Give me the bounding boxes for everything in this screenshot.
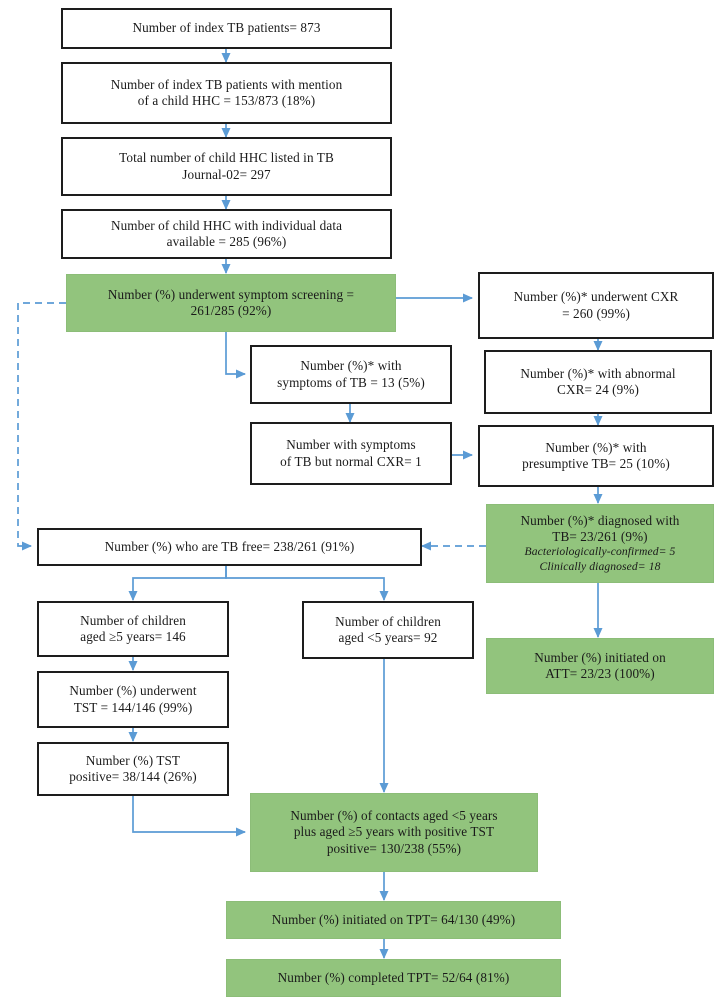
- node-line: Number (%)* with abnormal: [520, 365, 676, 381]
- node-subline: Clinically diagnosed= 18: [539, 559, 661, 573]
- node-line: Number of children: [80, 612, 186, 628]
- node-line: Number (%) underwent: [69, 683, 197, 699]
- node-line: aged <5 years= 92: [338, 630, 438, 645]
- node-line: CXR= 24 (9%): [557, 382, 639, 397]
- edge-tbfree-to-lt5: [225, 566, 389, 602]
- node-line: Number of children: [335, 613, 441, 629]
- node-underwent-tst: Number (%) underwent TST = 144/146 (99%): [37, 671, 229, 728]
- node-line: Number of index TB patients with mention: [110, 76, 343, 92]
- node-line: Number (%)* diagnosed with: [520, 512, 680, 528]
- edge-tstpos-to-eligible: [132, 795, 247, 837]
- node-symptoms-normal-cxr: Number with symptoms of TB but normal CX…: [250, 422, 452, 485]
- node-line: TB= 23/261 (9%): [552, 529, 648, 545]
- node-line: Number of child HHC with individual data: [110, 217, 343, 233]
- node-symptom-screening: Number (%) underwent symptom screening =…: [66, 274, 396, 332]
- node-total-child-hhc-listed: Total number of child HHC listed in TB J…: [61, 137, 392, 196]
- node-line: available = 285 (96%): [166, 234, 287, 249]
- node-presumptive-tb: Number (%)* with presumptive TB= 25 (10%…: [478, 425, 714, 487]
- node-index-with-child-hhc: Number of index TB patients with mention…: [61, 62, 392, 124]
- node-line: Number (%) initiated on TPT= 64/130 (49%…: [271, 911, 516, 927]
- node-line: of a child HHC = 153/873 (18%): [137, 93, 316, 108]
- node-subline: Bacteriologically-confirmed= 5: [524, 545, 676, 559]
- node-line: Number of index TB patients= 873: [132, 20, 321, 36]
- node-children-lt5: Number of children aged <5 years= 92: [302, 601, 474, 659]
- node-line: = 260 (99%): [562, 305, 630, 321]
- node-children-ge5: Number of children aged ≥5 years= 146: [37, 601, 229, 657]
- node-line: aged ≥5 years= 146: [80, 629, 186, 644]
- node-index-patients: Number of index TB patients= 873: [61, 8, 392, 49]
- node-line: Total number of child HHC listed in TB: [119, 150, 334, 166]
- node-diagnosed-tb: Number (%)* diagnosed with TB= 23/261 (9…: [486, 504, 714, 583]
- edge-screening-to-tbfree-dashed: [17, 302, 66, 551]
- node-line: Number (%)* with: [545, 439, 647, 455]
- node-line: Number (%)* with: [300, 358, 402, 374]
- node-line: positive= 38/144 (26%): [69, 769, 197, 784]
- node-child-hhc-individual-data: Number of child HHC with individual data…: [61, 209, 392, 259]
- node-line: Number (%) TST: [85, 752, 181, 768]
- node-line: ATT= 23/23 (100%): [545, 666, 655, 681]
- node-line: Number (%)* underwent CXR: [513, 289, 679, 305]
- node-line: Number (%) initiated on: [534, 649, 666, 665]
- node-line: of TB but normal CXR= 1: [280, 453, 422, 469]
- node-abnormal-cxr: Number (%)* with abnormal CXR= 24 (9%): [484, 350, 712, 414]
- edge-screening-to-symptoms: [225, 332, 247, 379]
- node-completed-tpt: Number (%) completed TPT= 52/64 (81%): [226, 959, 561, 997]
- node-underwent-cxr: Number (%)* underwent CXR = 260 (99%): [478, 272, 714, 339]
- node-line: TST = 144/146 (99%): [73, 699, 193, 715]
- node-line: 261/285 (92%): [190, 303, 272, 318]
- node-initiated-tpt: Number (%) initiated on TPT= 64/130 (49%…: [226, 901, 561, 939]
- node-line: Number (%) who are TB free= 238/261 (91%…: [104, 538, 355, 554]
- node-line: positive= 130/238 (55%): [326, 840, 462, 856]
- node-line: Number (%) underwent symptom screening =: [107, 286, 355, 302]
- node-line: presumptive TB= 25 (10%): [522, 456, 670, 471]
- node-line: symptoms of TB = 13 (5%): [277, 374, 425, 390]
- node-tst-positive: Number (%) TST positive= 38/144 (26%): [37, 742, 229, 796]
- node-line: Number with symptoms: [286, 437, 416, 453]
- node-contacts-eligible-tpt: Number (%) of contacts aged <5 years plu…: [250, 793, 538, 872]
- node-line: Number (%) completed TPT= 52/64 (81%): [277, 969, 510, 985]
- node-line: plus aged ≥5 years with positive TST: [293, 824, 495, 840]
- edge-tbfree-to-ge5: [128, 566, 227, 602]
- node-tb-free: Number (%) who are TB free= 238/261 (91%…: [37, 528, 422, 566]
- node-symptoms-of-tb: Number (%)* with symptoms of TB = 13 (5%…: [250, 345, 452, 404]
- node-line: Number (%) of contacts aged <5 years: [290, 808, 498, 824]
- node-line: Journal-02= 297: [182, 166, 271, 182]
- node-initiated-att: Number (%) initiated on ATT= 23/23 (100%…: [486, 638, 714, 694]
